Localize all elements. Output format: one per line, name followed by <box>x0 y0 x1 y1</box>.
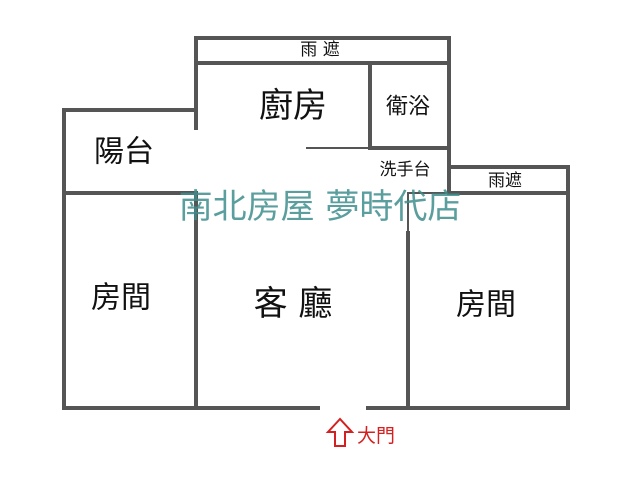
canopy-top-outline <box>194 36 451 65</box>
bedroom-left-label: 房間 <box>91 281 151 316</box>
entrance-label: 大門 <box>357 425 395 447</box>
outer-wall <box>62 61 570 410</box>
kitchen-label: 廚房 <box>259 86 327 126</box>
washbasin-label: 洗手台 <box>380 160 431 180</box>
up-arrow-icon <box>325 417 355 447</box>
washbasin-divider <box>407 192 449 233</box>
watermark-text: 南北房屋 夢時代店 <box>179 187 462 227</box>
bathroom-label: 衛浴 <box>386 95 430 120</box>
canopy-right-label: 雨遮 <box>488 171 522 191</box>
bedroom-right-label: 房間 <box>456 288 516 323</box>
living-room-label: 客 廳 <box>254 284 333 324</box>
canopy-top-label: 雨 遮 <box>300 40 339 60</box>
balcony-label: 陽台 <box>94 135 154 170</box>
